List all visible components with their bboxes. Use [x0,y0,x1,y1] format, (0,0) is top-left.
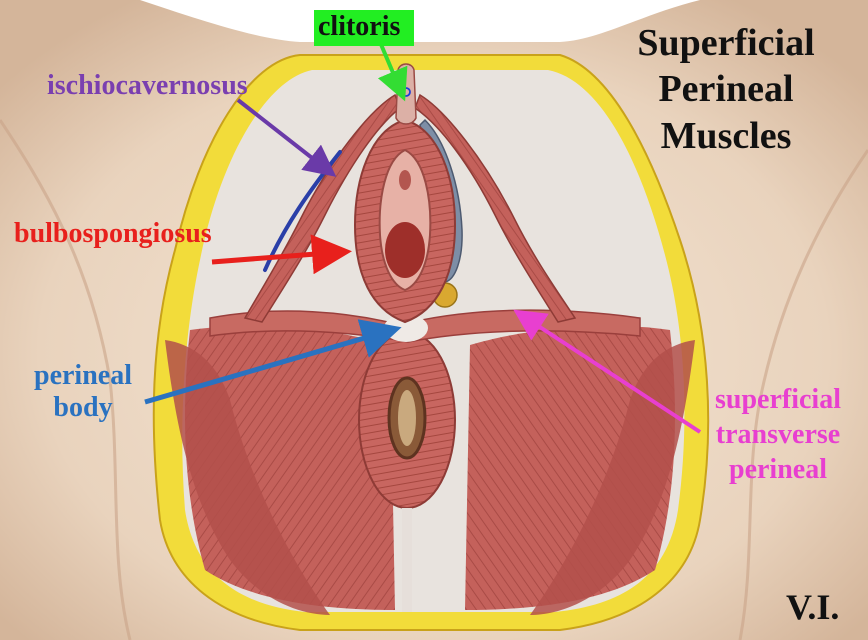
urethral-meatus [399,170,411,190]
clitoris-label: clitoris [318,11,401,42]
superficial-transverse-perineal-label: superficial transverse perineal [698,382,858,487]
skin-fold-left [0,119,132,640]
bulbospongiosus-arrow [211,234,352,275]
page-title: Superficial Perineal Muscles [606,20,846,159]
perineal-body-arrow [144,319,402,405]
title-line-1: Superficial [637,22,815,64]
title-line-3: Muscles [660,114,792,157]
skin-fold-right [738,149,868,640]
gluteus-maximus-left [165,340,330,615]
perineal-body-label-line1: perineal [34,360,132,391]
gluteus-maximus-right [530,340,695,615]
stp-label-line3: perineal [729,454,827,485]
ischiocavernosus-label: ischiocavernosus [47,70,248,101]
clitoris-arrow [377,41,408,102]
vaginal-canal [385,222,425,278]
stp-label-line1: superficial [715,384,841,415]
perineal-body-label-line2: body [53,392,113,424]
stp-label-line2: transverse [715,419,841,450]
ischiocavernosus-muscle-right [414,93,577,323]
anal-canal-lumen [398,390,416,446]
clitoris [395,63,417,125]
perineal-body-label: perineal body [20,360,146,424]
bulbospongiosus-label: bulbospongiosus [14,218,212,249]
author-signature: V.I. [786,587,840,627]
superficial-transverse-perineal-arrow [513,309,702,434]
ischiocavernosus-arrow [236,98,337,177]
clitoris-label-background [314,10,414,46]
title-line-2: Perineal [658,68,794,111]
